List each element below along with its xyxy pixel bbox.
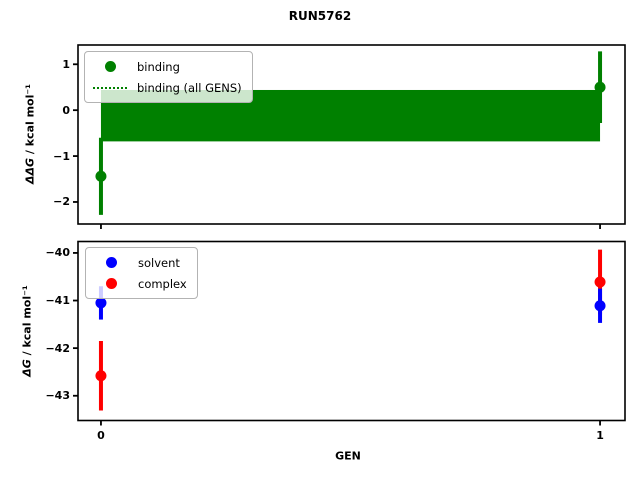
top-y-axis-symbol: ΔΔG [23, 157, 37, 185]
legend-item-binding: binding [92, 56, 242, 77]
bottom-y-axis-units: / kcal mol⁻¹ [20, 285, 34, 360]
figure-title: RUN5762 [288, 9, 352, 23]
legend-dot-marker-icon [104, 61, 116, 72]
data-point-binding [95, 170, 107, 182]
bottom-y-axis-label: ΔG / kcal mol⁻¹ [21, 285, 34, 377]
top-y-axis-units: / kcal mol⁻¹ [23, 83, 37, 158]
y-tick-label: 0 [62, 103, 70, 117]
legend-label: complex [138, 276, 187, 291]
legend-label: binding [137, 59, 180, 74]
data-point-complex [594, 276, 606, 288]
data-point-solvent [594, 300, 606, 312]
legend-dot-marker-icon [105, 257, 117, 268]
x-tick-label: 0 [97, 428, 105, 442]
y-tick-label: −1 [53, 149, 70, 163]
data-point-binding [594, 81, 606, 93]
axes-frame [77, 240, 626, 422]
data-point-solvent [95, 297, 107, 309]
legend-item-complex: complex [93, 273, 187, 294]
y-tick-label: −41 [45, 294, 70, 308]
x-tick-label: 1 [596, 428, 604, 442]
legend-item-binding-all-gens-: binding (all GENS) [92, 77, 242, 98]
y-tick-label: −2 [53, 195, 70, 209]
bottom-y-axis-symbol: ΔG [20, 359, 34, 377]
legend-dot-marker-icon [105, 278, 117, 289]
legend-dotted-line-icon [93, 86, 127, 89]
top-y-axis-label: ΔΔG / kcal mol⁻¹ [24, 84, 37, 184]
y-tick-label: −40 [45, 246, 70, 260]
legend-label: solvent [138, 255, 180, 270]
data-point-complex [95, 370, 107, 382]
x-axis-label: GEN [335, 449, 361, 463]
axes-frame [77, 44, 626, 225]
legend-item-solvent: solvent [93, 252, 187, 273]
y-tick-label: −42 [45, 341, 70, 355]
bottom-legend: solvent complex [85, 247, 198, 299]
y-tick-label: 1 [62, 57, 70, 71]
y-tick-label: −43 [45, 389, 70, 403]
legend-label: binding (all GENS) [137, 80, 242, 95]
top-legend: binding binding (all GENS) [84, 51, 253, 103]
